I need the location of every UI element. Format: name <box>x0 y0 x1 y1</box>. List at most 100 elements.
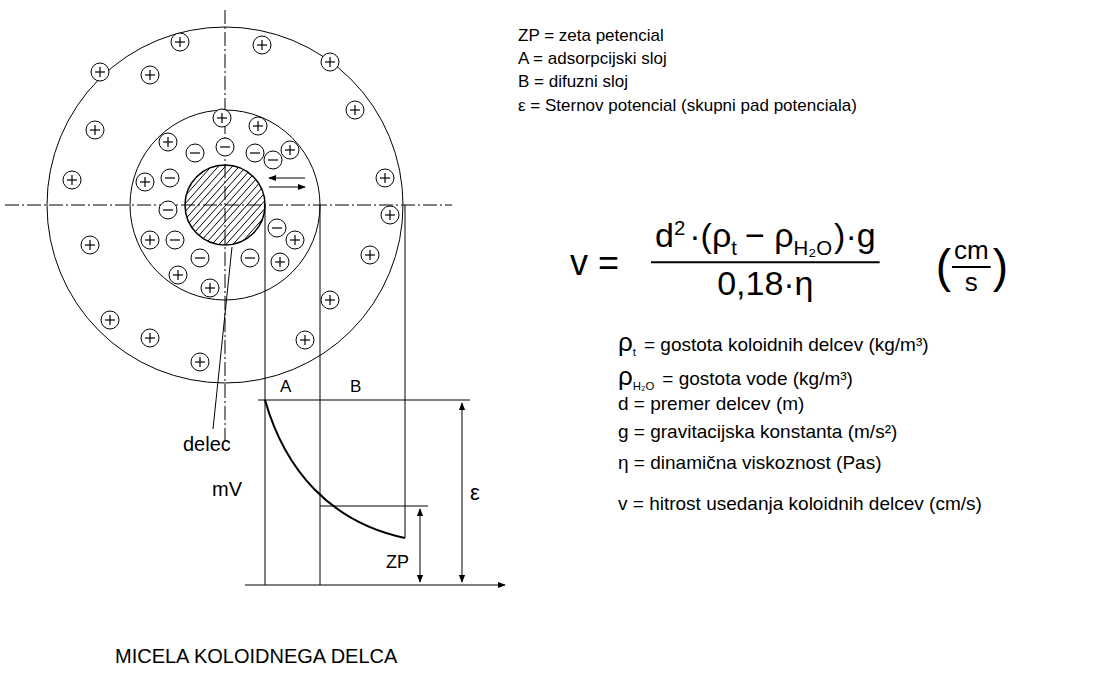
illustration-part <box>89 240 90 250</box>
label-text: B = difuzni sloj <box>518 72 628 91</box>
illustration-part <box>246 144 264 162</box>
illustration-part <box>286 231 304 249</box>
negative-ion-symbol <box>264 151 282 169</box>
illustration-part <box>163 209 173 210</box>
illustration-part <box>296 331 314 349</box>
illustration-part <box>191 353 209 371</box>
positive-ion-symbol <box>281 141 299 159</box>
illustration-part <box>354 105 355 115</box>
label-text: ρ <box>618 361 633 391</box>
positive-ion-symbol <box>141 66 159 84</box>
illustration-part <box>321 291 339 309</box>
illustration-part <box>109 315 110 325</box>
positive-ion-symbol <box>213 109 231 127</box>
label-text: η = dinamična viskoznost (Pas) <box>618 452 881 473</box>
positive-ion-symbol <box>253 36 271 54</box>
definition-line: d = premer delcev (m) <box>618 393 804 415</box>
legend-line: ε = Sternov potencial (skupni pad potenc… <box>518 96 857 116</box>
definition-line: g = gravitacijska konstanta (m/s²) <box>618 421 897 443</box>
label-text: mV <box>212 478 242 500</box>
unit-bracket: ( <box>936 240 951 293</box>
illustration-part <box>91 63 109 81</box>
illustration-part <box>159 201 177 219</box>
label-text: s <box>965 267 978 297</box>
potential-curve <box>265 400 405 538</box>
legend-line: A = adsorpcijski sloj <box>518 49 667 69</box>
illustration-part <box>245 257 255 258</box>
zeta-level-line <box>320 506 428 507</box>
positive-ion-symbol <box>81 236 99 254</box>
illustration-part <box>63 171 81 189</box>
center-line <box>5 205 452 206</box>
graph-axis <box>245 585 505 586</box>
positive-ion-symbol <box>286 231 304 249</box>
label-text: = <box>598 242 619 283</box>
label-text: ρ <box>618 327 633 357</box>
part-label: delec <box>183 433 231 456</box>
illustration-part <box>241 249 259 267</box>
positive-ion-symbol <box>249 117 267 135</box>
leader-line <box>213 247 232 429</box>
label-text: )·g <box>834 216 876 254</box>
illustration-part <box>272 227 282 228</box>
illustration-part <box>279 257 280 267</box>
illustration-part <box>81 236 99 254</box>
illustration-part <box>268 159 278 160</box>
legend-line: B = difuzni sloj <box>518 72 628 92</box>
illustration-part <box>369 250 370 260</box>
illustration-part <box>191 249 209 267</box>
illustration-part <box>281 141 299 159</box>
illustration-part <box>169 266 187 284</box>
unit-bracket: ) <box>993 240 1008 293</box>
illustration-part <box>141 66 159 84</box>
illustration-part <box>220 146 230 147</box>
positive-ion-symbol <box>169 266 187 284</box>
illustration-part <box>361 246 379 264</box>
label-text: − ρ <box>745 216 794 254</box>
unit-text: s <box>965 268 978 298</box>
dimension-arrow <box>420 509 421 582</box>
label-text: d <box>655 216 674 254</box>
graph-top-line <box>258 400 470 401</box>
illustration-part <box>149 333 150 343</box>
definition-line: ρH₂O= gostota vode (kg/m³) <box>618 362 853 393</box>
label-text: 0,18·η <box>717 264 813 302</box>
label-text: ( <box>936 240 951 292</box>
illustration-part <box>167 137 168 147</box>
illustration-part <box>261 40 262 50</box>
illustration-part <box>304 335 305 345</box>
illustration-part <box>294 235 295 245</box>
illustration-part <box>71 175 72 185</box>
negative-ion-symbol <box>161 169 179 187</box>
definition-line: v = hitrost usedanja koloidnih delcev (c… <box>618 493 982 515</box>
label-text: d = premer delcev (m) <box>618 393 804 414</box>
label-text: ZP <box>386 552 409 572</box>
illustration-part <box>141 329 159 347</box>
subscript-text: t <box>633 346 636 358</box>
illustration-part <box>161 169 179 187</box>
positive-ion-symbol <box>296 331 314 349</box>
positive-ion-symbol <box>63 171 81 189</box>
positive-ion-symbol <box>321 53 339 71</box>
layer-boundary-line <box>320 205 321 585</box>
positive-ion-symbol <box>136 173 154 191</box>
illustration-part <box>195 257 205 258</box>
label-text: = gostota koloidnih delcev (kg/m³) <box>644 334 929 355</box>
illustration-part <box>389 210 390 220</box>
illustration-part <box>149 70 150 80</box>
formula-term: v= <box>570 242 619 283</box>
formula-denominator: 0,18·η <box>717 264 813 303</box>
fraction-line <box>651 261 880 263</box>
label-text: g = gravitacijska konstanta (m/s²) <box>618 421 897 442</box>
illustration-part <box>289 145 290 155</box>
illustration-part <box>179 37 180 47</box>
negative-ion-symbol <box>268 219 286 237</box>
negative-ion-symbol <box>159 201 177 219</box>
illustration-part <box>268 219 286 237</box>
illustration-part <box>250 152 260 153</box>
positive-ion-symbol <box>91 63 109 81</box>
subscript-text: H₂O <box>633 380 655 392</box>
positive-ion-symbol <box>376 169 394 187</box>
illustration-part <box>101 311 119 329</box>
illustration-part <box>190 152 200 153</box>
